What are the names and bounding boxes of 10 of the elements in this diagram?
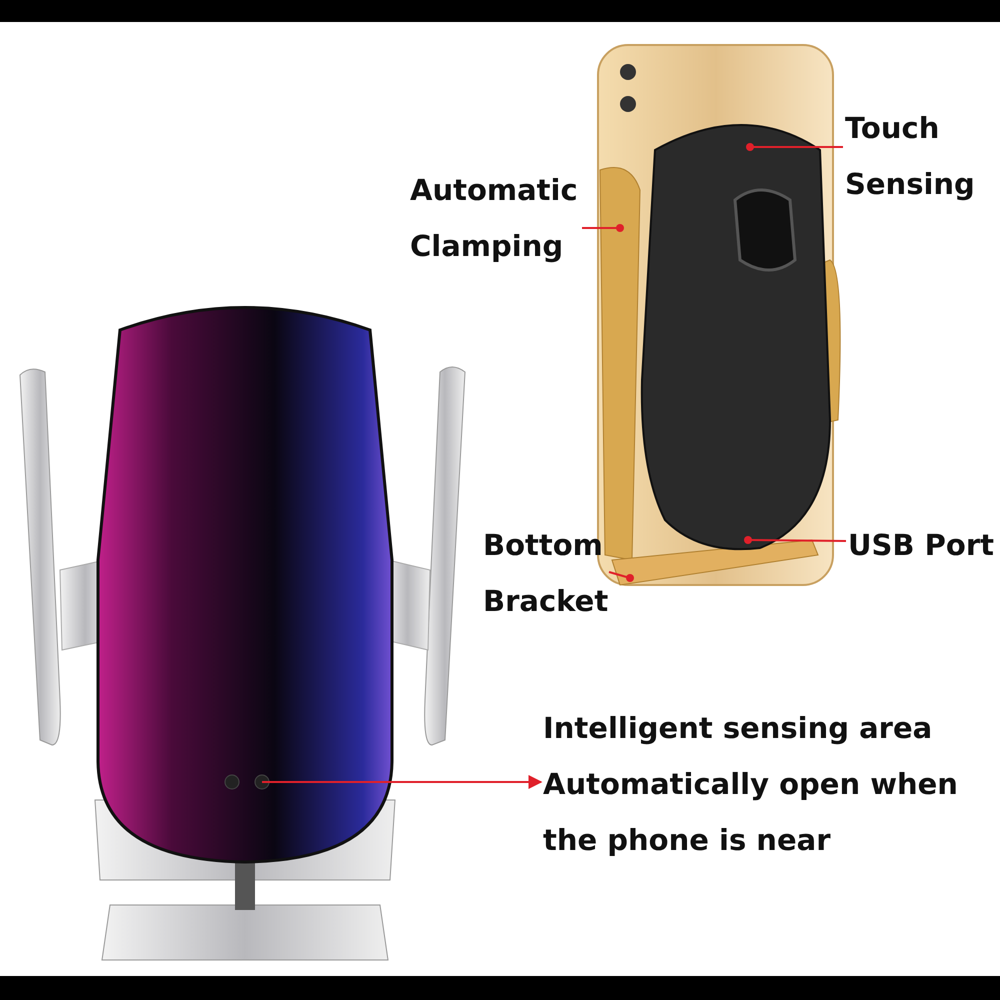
callout-label: Automatic Clamping: [410, 162, 580, 274]
leader-line: [608, 571, 634, 582]
leader-line: [744, 536, 846, 544]
leader-line: [746, 143, 843, 151]
callout-label: Touch Sensing: [845, 100, 985, 212]
callout-label: USB Port: [848, 517, 1000, 573]
leader-line: [582, 224, 624, 232]
callout-heading: Intelligent sensing area: [543, 710, 934, 747]
callout-text: Automatically open when the phone is near: [543, 766, 959, 859]
arrow: [262, 775, 542, 789]
